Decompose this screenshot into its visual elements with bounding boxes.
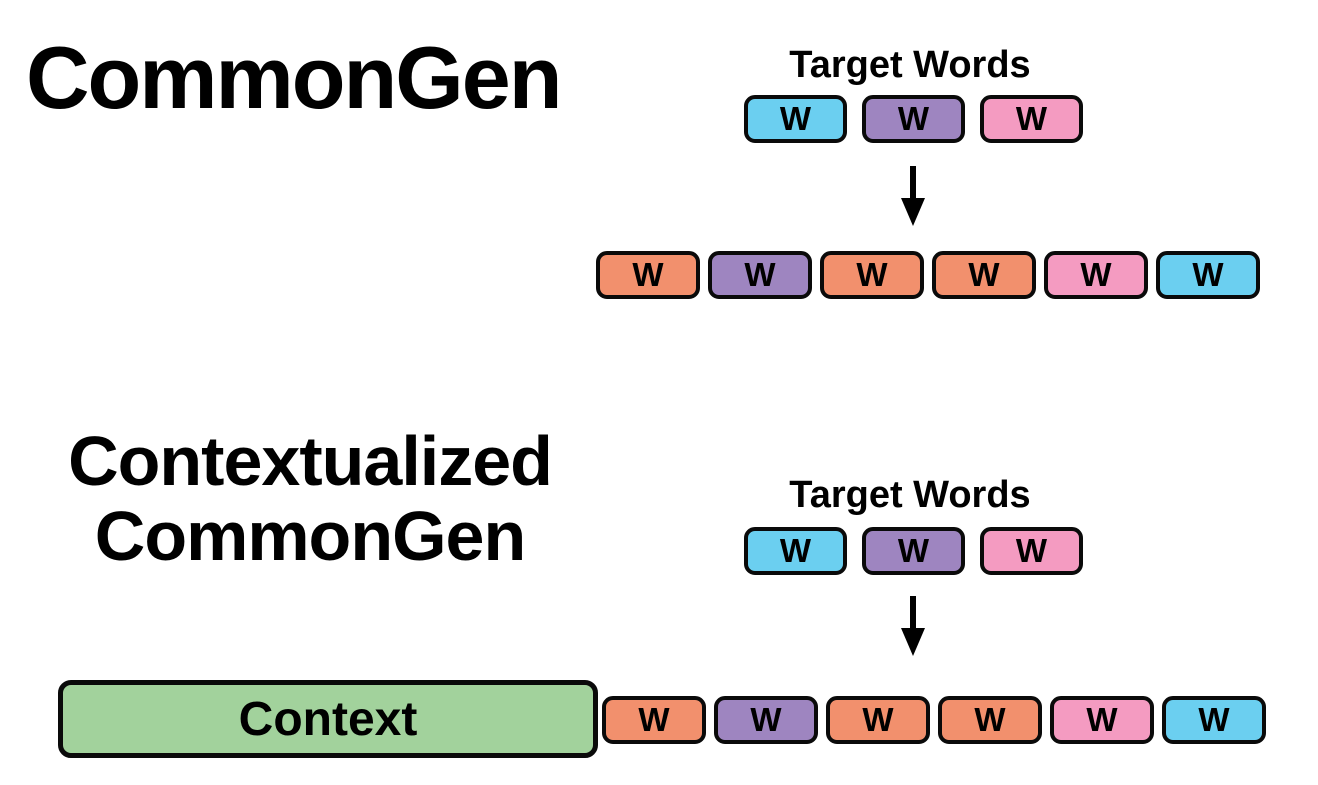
word-box: W: [938, 696, 1042, 744]
down-arrow-icon: [901, 596, 925, 656]
generated-words-row-2: W W W W W W: [602, 696, 1266, 744]
commongen-section-title: CommonGen: [26, 28, 562, 127]
title-line-1: Contextualized: [68, 422, 553, 500]
context-box: Context: [58, 680, 598, 758]
target-words-label-1: Target Words: [789, 44, 1031, 86]
word-box: W: [862, 527, 965, 575]
word-box: W: [1050, 696, 1154, 744]
word-box: W: [714, 696, 818, 744]
target-words-row-2: W W W: [744, 527, 1083, 575]
word-box: W: [980, 527, 1083, 575]
generated-words-row-1: W W W W W W: [596, 251, 1260, 299]
contextualized-commongen-section-title: Contextualized CommonGen: [14, 424, 606, 574]
word-box: W: [596, 251, 700, 299]
target-words-label-2: Target Words: [789, 474, 1031, 516]
word-box: W: [820, 251, 924, 299]
down-arrow-icon: [901, 166, 925, 226]
word-box: W: [744, 95, 847, 143]
word-box: W: [602, 696, 706, 744]
word-box: W: [1156, 251, 1260, 299]
word-box: W: [708, 251, 812, 299]
word-box: W: [744, 527, 847, 575]
word-box: W: [1162, 696, 1266, 744]
word-box: W: [980, 95, 1083, 143]
word-box: W: [826, 696, 930, 744]
word-box: W: [1044, 251, 1148, 299]
title-line-2: CommonGen: [94, 497, 526, 575]
target-words-row-1: W W W: [744, 95, 1083, 143]
word-box: W: [862, 95, 965, 143]
word-box: W: [932, 251, 1036, 299]
